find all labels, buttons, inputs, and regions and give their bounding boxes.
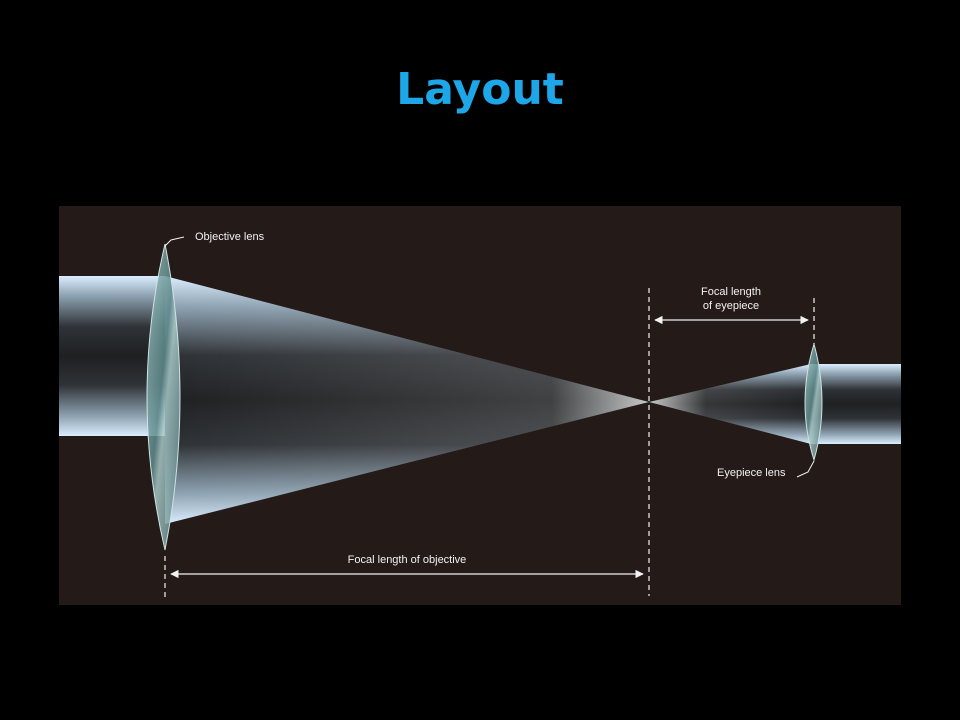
eyepiece-lens-label: Eyepiece lens bbox=[717, 467, 786, 479]
focal-length-objective-label: Focal length of objective bbox=[348, 554, 467, 566]
diverging-beam bbox=[649, 364, 811, 444]
telescope-diagram: Objective lens Eyepiece lens Focal lengt… bbox=[59, 206, 901, 605]
eyepiece-lens-shape bbox=[804, 342, 823, 462]
slide-title: Layout bbox=[396, 64, 564, 115]
converging-beam bbox=[165, 276, 649, 524]
focal-length-eyepiece-label-line2: of eyepiece bbox=[703, 300, 759, 312]
objective-lens-label: Objective lens bbox=[195, 231, 265, 243]
objective-lens-leader bbox=[164, 236, 185, 247]
eyepiece-lens-leader bbox=[796, 460, 815, 478]
telescope-diagram-svg: Objective lens Eyepiece lens Focal lengt… bbox=[59, 206, 901, 605]
outgoing-beam bbox=[811, 364, 901, 444]
objective-lens-shape bbox=[146, 243, 181, 551]
focal-length-eyepiece-label-line1: Focal length bbox=[701, 286, 761, 298]
